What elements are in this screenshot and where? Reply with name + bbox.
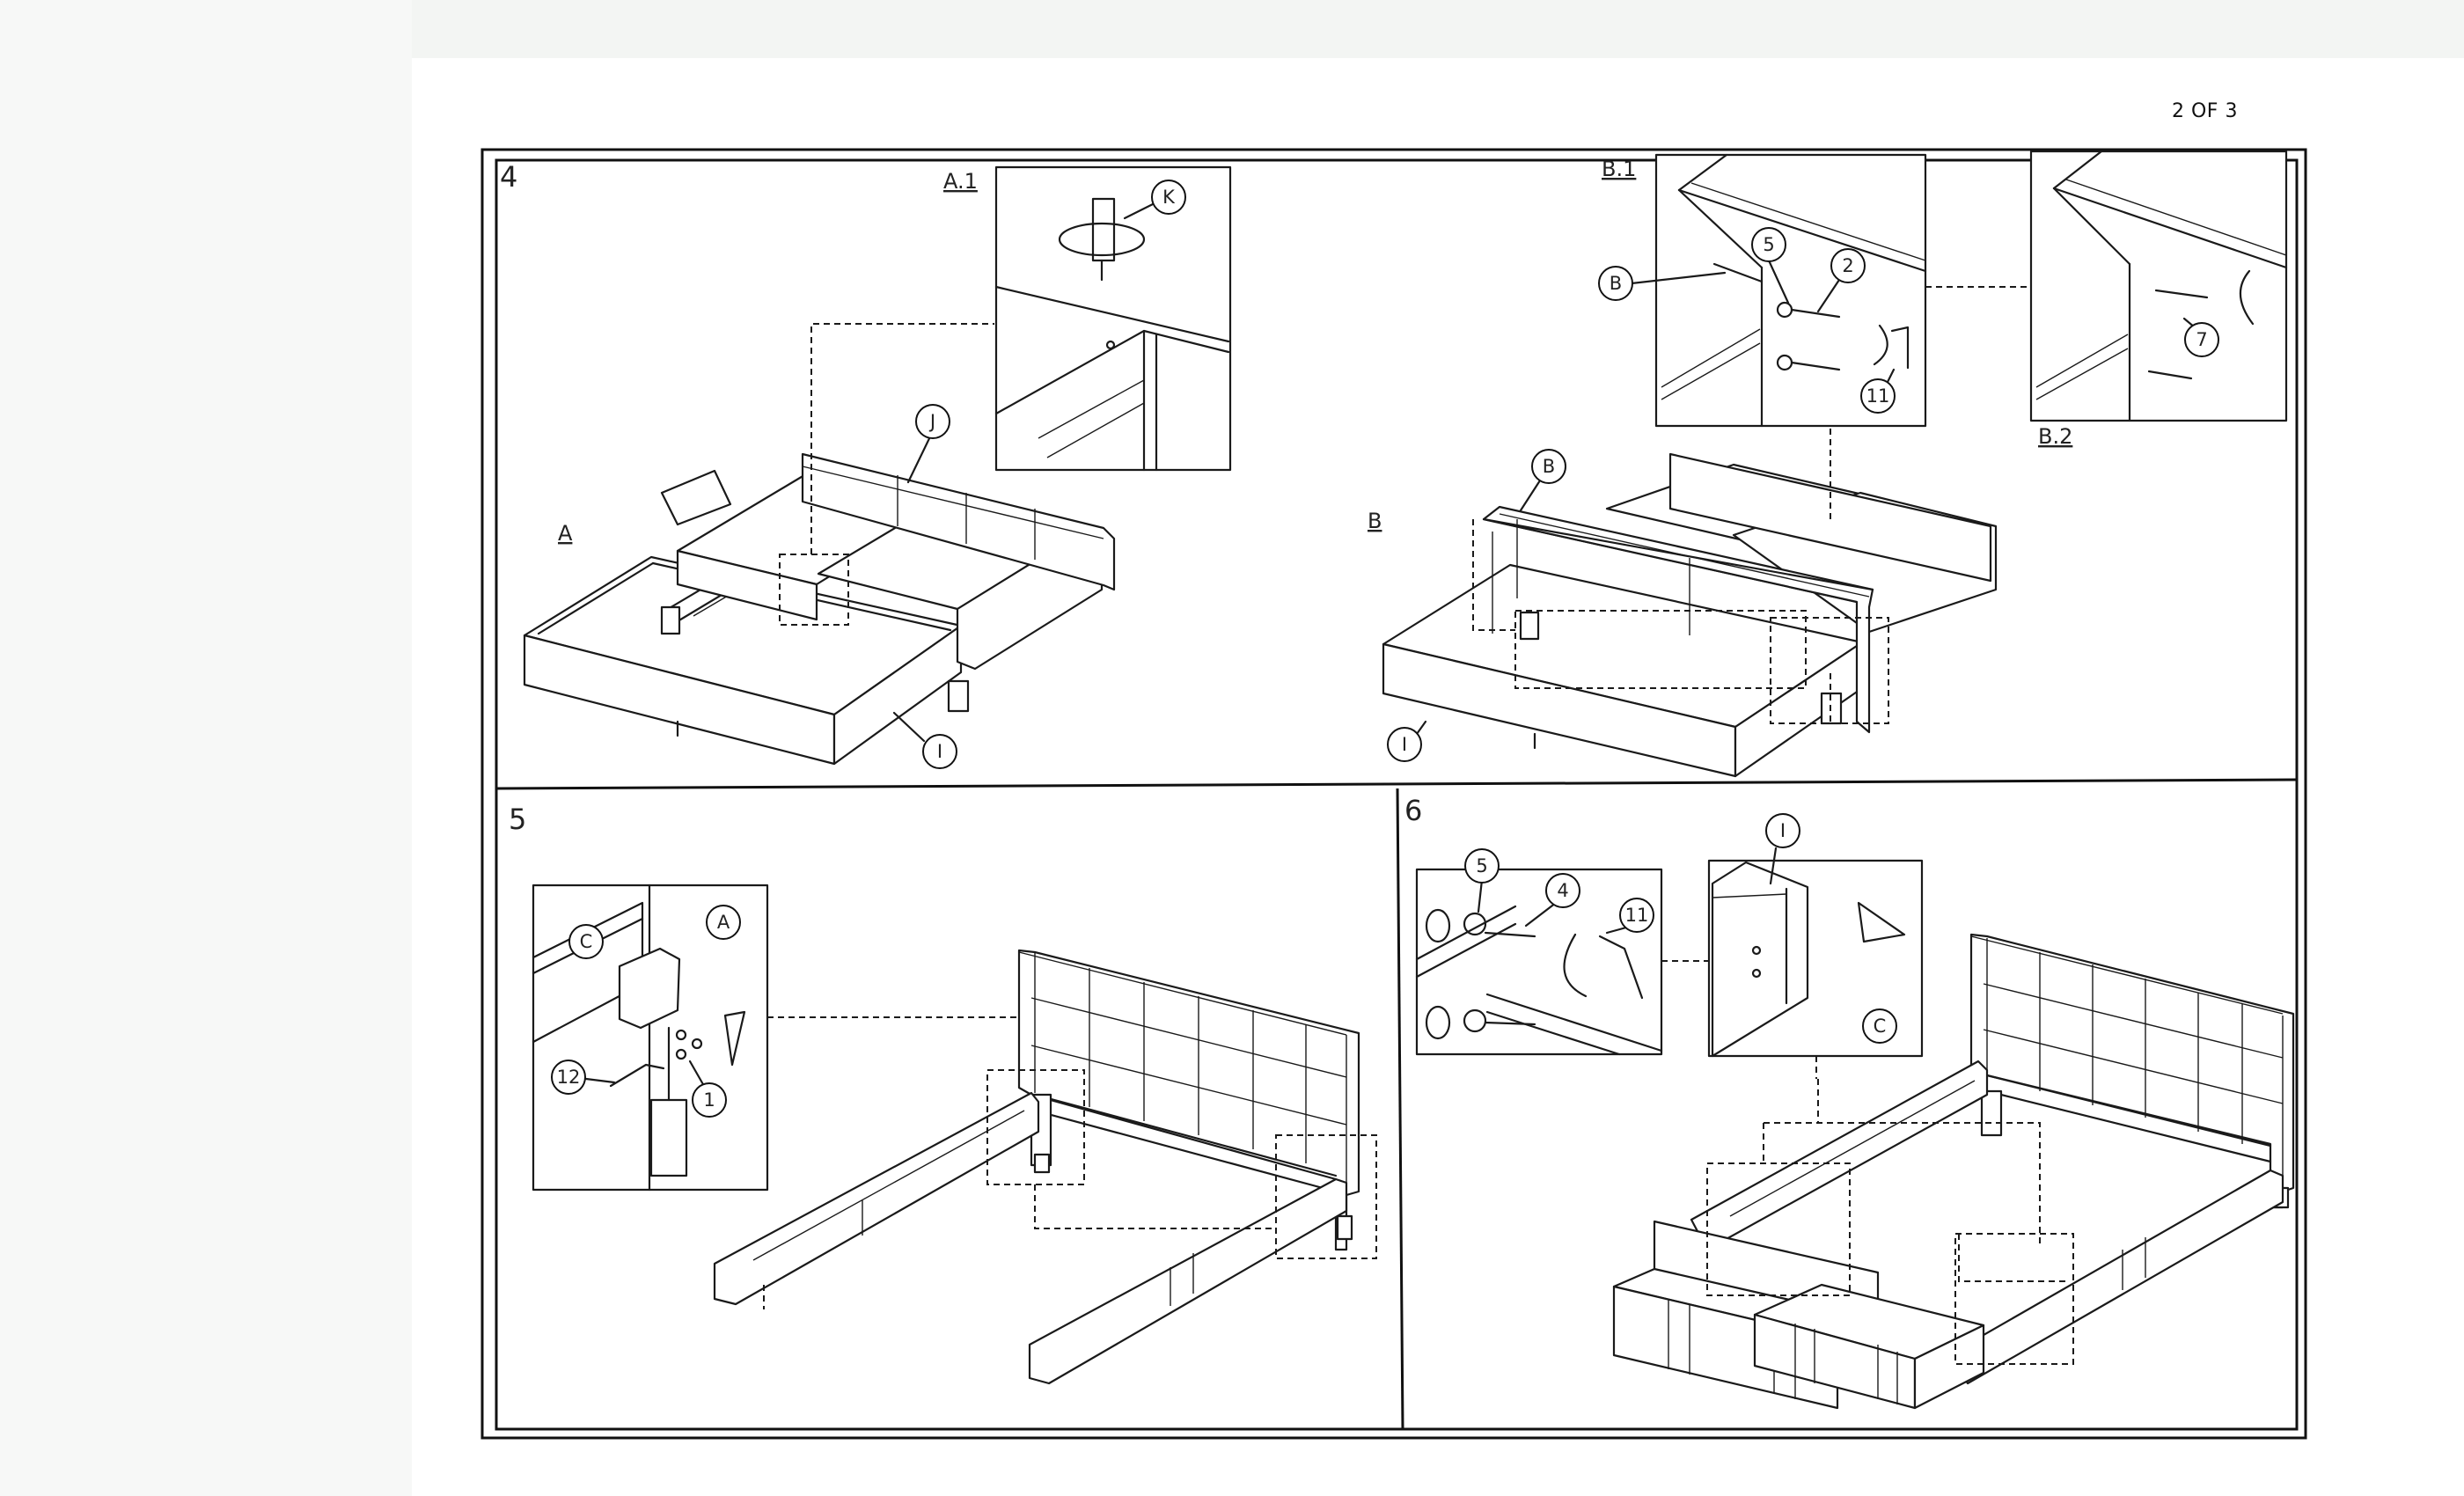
step-5-bed-frame: C A 12 1 [532, 884, 1377, 1385]
callout-5-step-4: 5 [1763, 234, 1774, 255]
step-6-number: 6 [1404, 794, 1422, 827]
view-b-label: B [1368, 509, 1382, 533]
view-b1-detail: B.1 B 5 2 11 [1598, 153, 2033, 428]
scanner-shadow [0, 0, 412, 1496]
callout-i-view-b: I [1402, 734, 1407, 755]
view-a-drawer-base: A J I [523, 323, 1116, 769]
callout-b-view-b: B [1543, 456, 1555, 477]
view-b1-label: B.1 [1602, 157, 1636, 181]
callout-7: 7 [2196, 329, 2207, 350]
callout-4: 4 [1557, 880, 1568, 901]
callout-b-view-b1: B [1610, 273, 1622, 294]
callout-11-step-6: 11 [1625, 905, 1649, 926]
callout-c-step-6: C [1874, 1016, 1887, 1037]
panel-divider-horizontal [495, 778, 2298, 790]
callout-a: A [717, 912, 730, 933]
scanner-top-edge [412, 0, 2464, 58]
push-arrow-left [660, 469, 732, 526]
callout-5-step-6: 5 [1476, 855, 1487, 876]
callout-1: 1 [703, 1089, 715, 1111]
callout-2: 2 [1842, 255, 1853, 276]
page-number: 2 OF 3 [2172, 100, 2238, 122]
callout-11-step-4: 11 [1866, 385, 1890, 407]
view-b2-label: B.2 [2038, 424, 2072, 449]
callout-i-view-a: I [937, 741, 942, 762]
step-5-number: 5 [509, 803, 526, 836]
view-b-drawer-base: B B I [1368, 426, 1998, 778]
view-a1-detail: A.1 K [943, 165, 1232, 472]
step-6-drawer-insertion: 5 4 11 I C [1415, 813, 2295, 1410]
callout-k: K [1162, 187, 1176, 208]
view-a1-label: A.1 [943, 169, 978, 194]
step-4-number: 4 [500, 160, 517, 194]
view-a-label: A [558, 521, 573, 546]
callout-c-step-5: C [580, 931, 593, 952]
inner-frame [495, 158, 2299, 1431]
panel-divider-vertical [1396, 788, 1404, 1430]
callout-12: 12 [557, 1067, 581, 1088]
view-b2-detail: 7 B.2 [2029, 150, 2288, 449]
outer-frame [480, 148, 2307, 1440]
callout-j: J [928, 411, 935, 432]
callout-i-step-6: I [1780, 820, 1786, 841]
